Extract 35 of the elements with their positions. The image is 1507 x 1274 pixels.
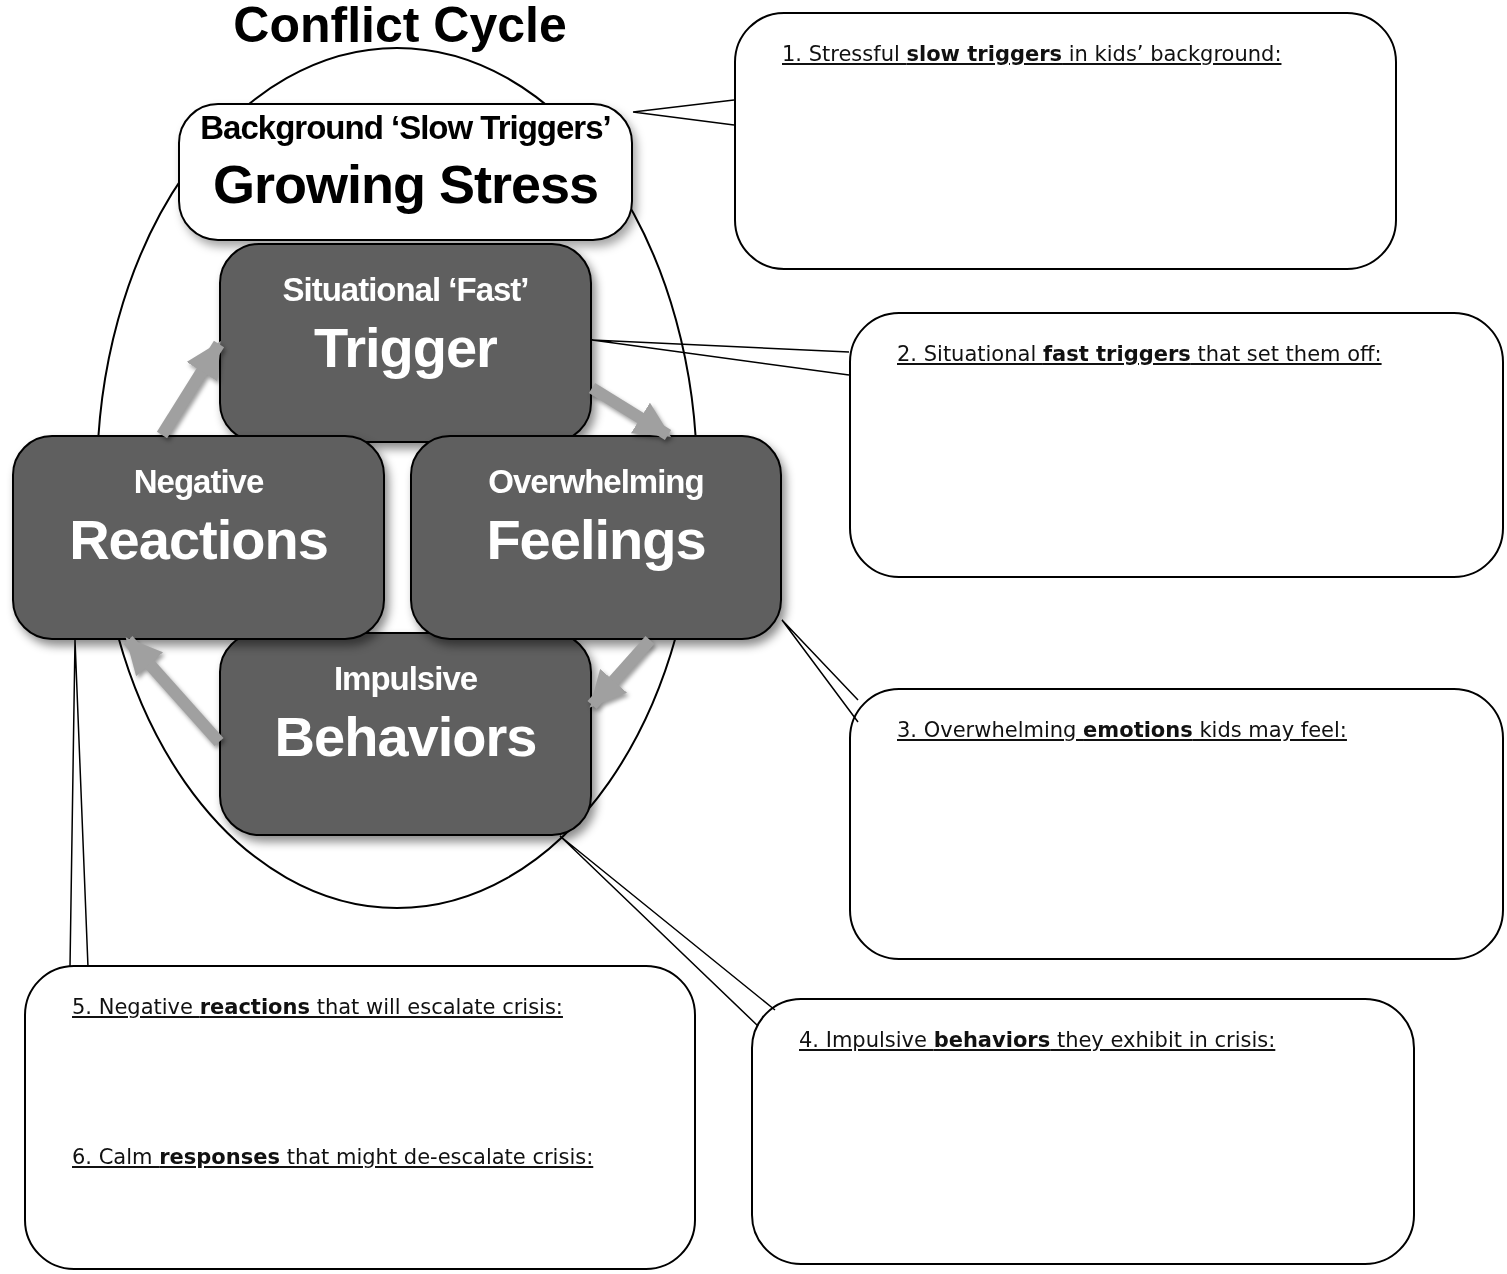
background-box xyxy=(178,103,633,241)
heading-text: Behaviors xyxy=(273,704,538,769)
subheading-text: Negative xyxy=(132,463,265,501)
cycle-box xyxy=(219,632,592,836)
prompt-text: 1. Stressful slow triggers in kids’ background: xyxy=(782,42,1282,66)
callout-tail xyxy=(69,639,89,968)
cycle-box xyxy=(12,435,385,640)
heading-text: Feelings xyxy=(485,507,707,572)
subheading-text: Background ‘Slow Triggers’ xyxy=(199,109,612,147)
prompt-text: 3. Overwhelming emotions kids may feel: xyxy=(897,718,1347,742)
heading-text: Growing Stress xyxy=(211,153,600,215)
title: Conflict Cycle xyxy=(232,0,568,54)
prompt-text: 5. Negative reactions that will escalate crisis: xyxy=(72,995,563,1019)
callout-bubble xyxy=(849,688,1504,960)
arrow xyxy=(588,382,672,441)
prompt-text: 2. Situational fast triggers that set them off: xyxy=(897,342,1382,366)
cycle-box xyxy=(219,243,592,443)
subheading-text: Overwhelming xyxy=(487,463,705,501)
heading-text: Trigger xyxy=(313,315,498,380)
cycle-box xyxy=(410,435,782,640)
callout-tail xyxy=(632,99,735,126)
subheading-text: Impulsive xyxy=(332,660,479,698)
arrow xyxy=(123,636,224,746)
prompt-text: 4. Impulsive behaviors they exhibit in crisis: xyxy=(799,1028,1276,1052)
callout-bubble xyxy=(734,12,1397,270)
subheading-text: Situational ‘Fast’ xyxy=(281,271,530,309)
callout-bubble xyxy=(751,998,1415,1265)
callout-tail xyxy=(591,339,850,376)
arrow xyxy=(156,340,225,439)
callout-tail xyxy=(781,619,859,723)
heading-text: Reactions xyxy=(68,507,329,572)
callout-tail xyxy=(559,835,776,1027)
callout-bubble xyxy=(849,312,1504,578)
callout-bubble xyxy=(24,965,696,1270)
prompt-text: 6. Calm responses that might de-escalate crisis: xyxy=(72,1145,594,1169)
